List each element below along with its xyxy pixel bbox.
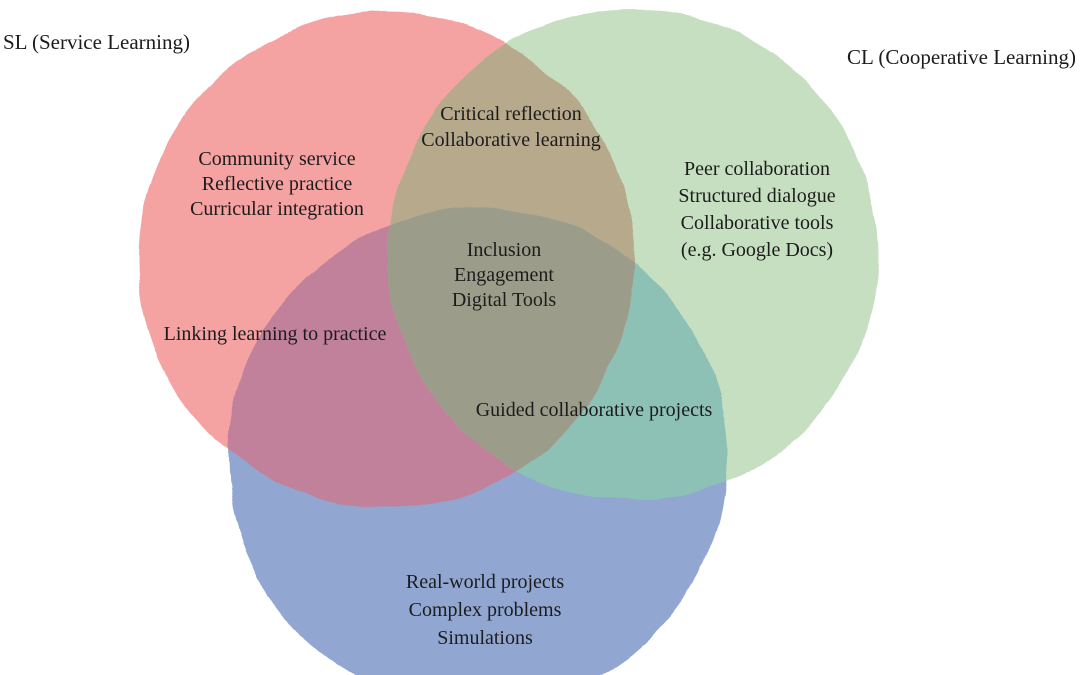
center-overlap-region	[388, 208, 634, 500]
text-line: Reflective practice	[201, 173, 353, 195]
text-line: Real-world projects	[405, 571, 565, 593]
text-line: Critical reflection	[440, 103, 582, 125]
text-line: Digital Tools	[451, 289, 557, 311]
sl-bottom-overlap-text: Linking learning to practice	[164, 322, 387, 347]
text-line: Community service	[198, 148, 356, 170]
text-line: Complex problems	[408, 599, 562, 621]
text-line: Curricular integration	[190, 198, 364, 220]
text-line: (e.g. Google Docs)	[680, 239, 834, 261]
cl-only-text: Peer collaboration Structured dialogue C…	[678, 156, 835, 264]
center-overlap-text: Inclusion Engagement Digital Tools	[452, 238, 556, 313]
cl-bottom-overlap-text: Guided collaborative projects	[476, 398, 713, 423]
bottom-only-text: Real-world projects Complex problems Sim…	[406, 568, 564, 652]
sl-cl-overlap-text: Critical reflection Collaborative learni…	[421, 101, 600, 153]
text-line: Peer collaboration	[683, 158, 831, 180]
text-line: Inclusion	[466, 239, 542, 261]
cl-set-label: CL (Cooperative Learning)	[847, 45, 1076, 69]
text-line: Linking learning to practice	[163, 323, 387, 345]
sl-only-text: Community service Reflective practice Cu…	[190, 147, 364, 222]
text-line: Simulations	[437, 627, 533, 649]
sl-set-label: SL (Service Learning)	[3, 30, 190, 54]
text-line: Engagement	[454, 264, 554, 286]
text-line: Structured dialogue	[678, 185, 836, 207]
text-line: Guided collaborative projects	[475, 399, 713, 421]
text-line: Collaborative learning	[421, 129, 601, 151]
text-line: Collaborative tools	[680, 212, 834, 234]
